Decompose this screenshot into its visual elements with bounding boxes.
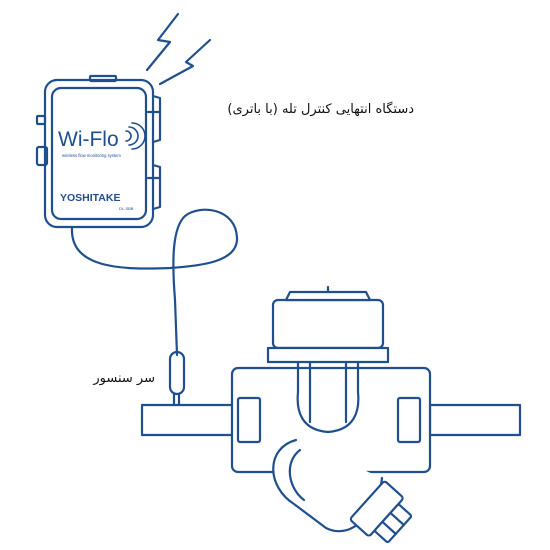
pipe-left [140,403,236,437]
wifi-signal-icon [125,122,146,150]
sensor-cable [70,208,239,357]
lightning-signal-icon [145,12,212,86]
device-brand: Wi-Flo [58,128,119,151]
device-model: DL-SBB [119,206,134,211]
device-label: دستگاه انتهایی کنترل تله (با باتری) [227,101,414,117]
device-tagline: wireless flow monitoring system [62,153,121,158]
wireless-device [35,74,162,229]
steam-trap [230,285,432,544]
sensor-label: سر سنسور [92,371,155,386]
sensor-head [168,350,186,406]
device-maker: YOSHITAKE [60,192,120,204]
pipe-right [428,403,522,437]
